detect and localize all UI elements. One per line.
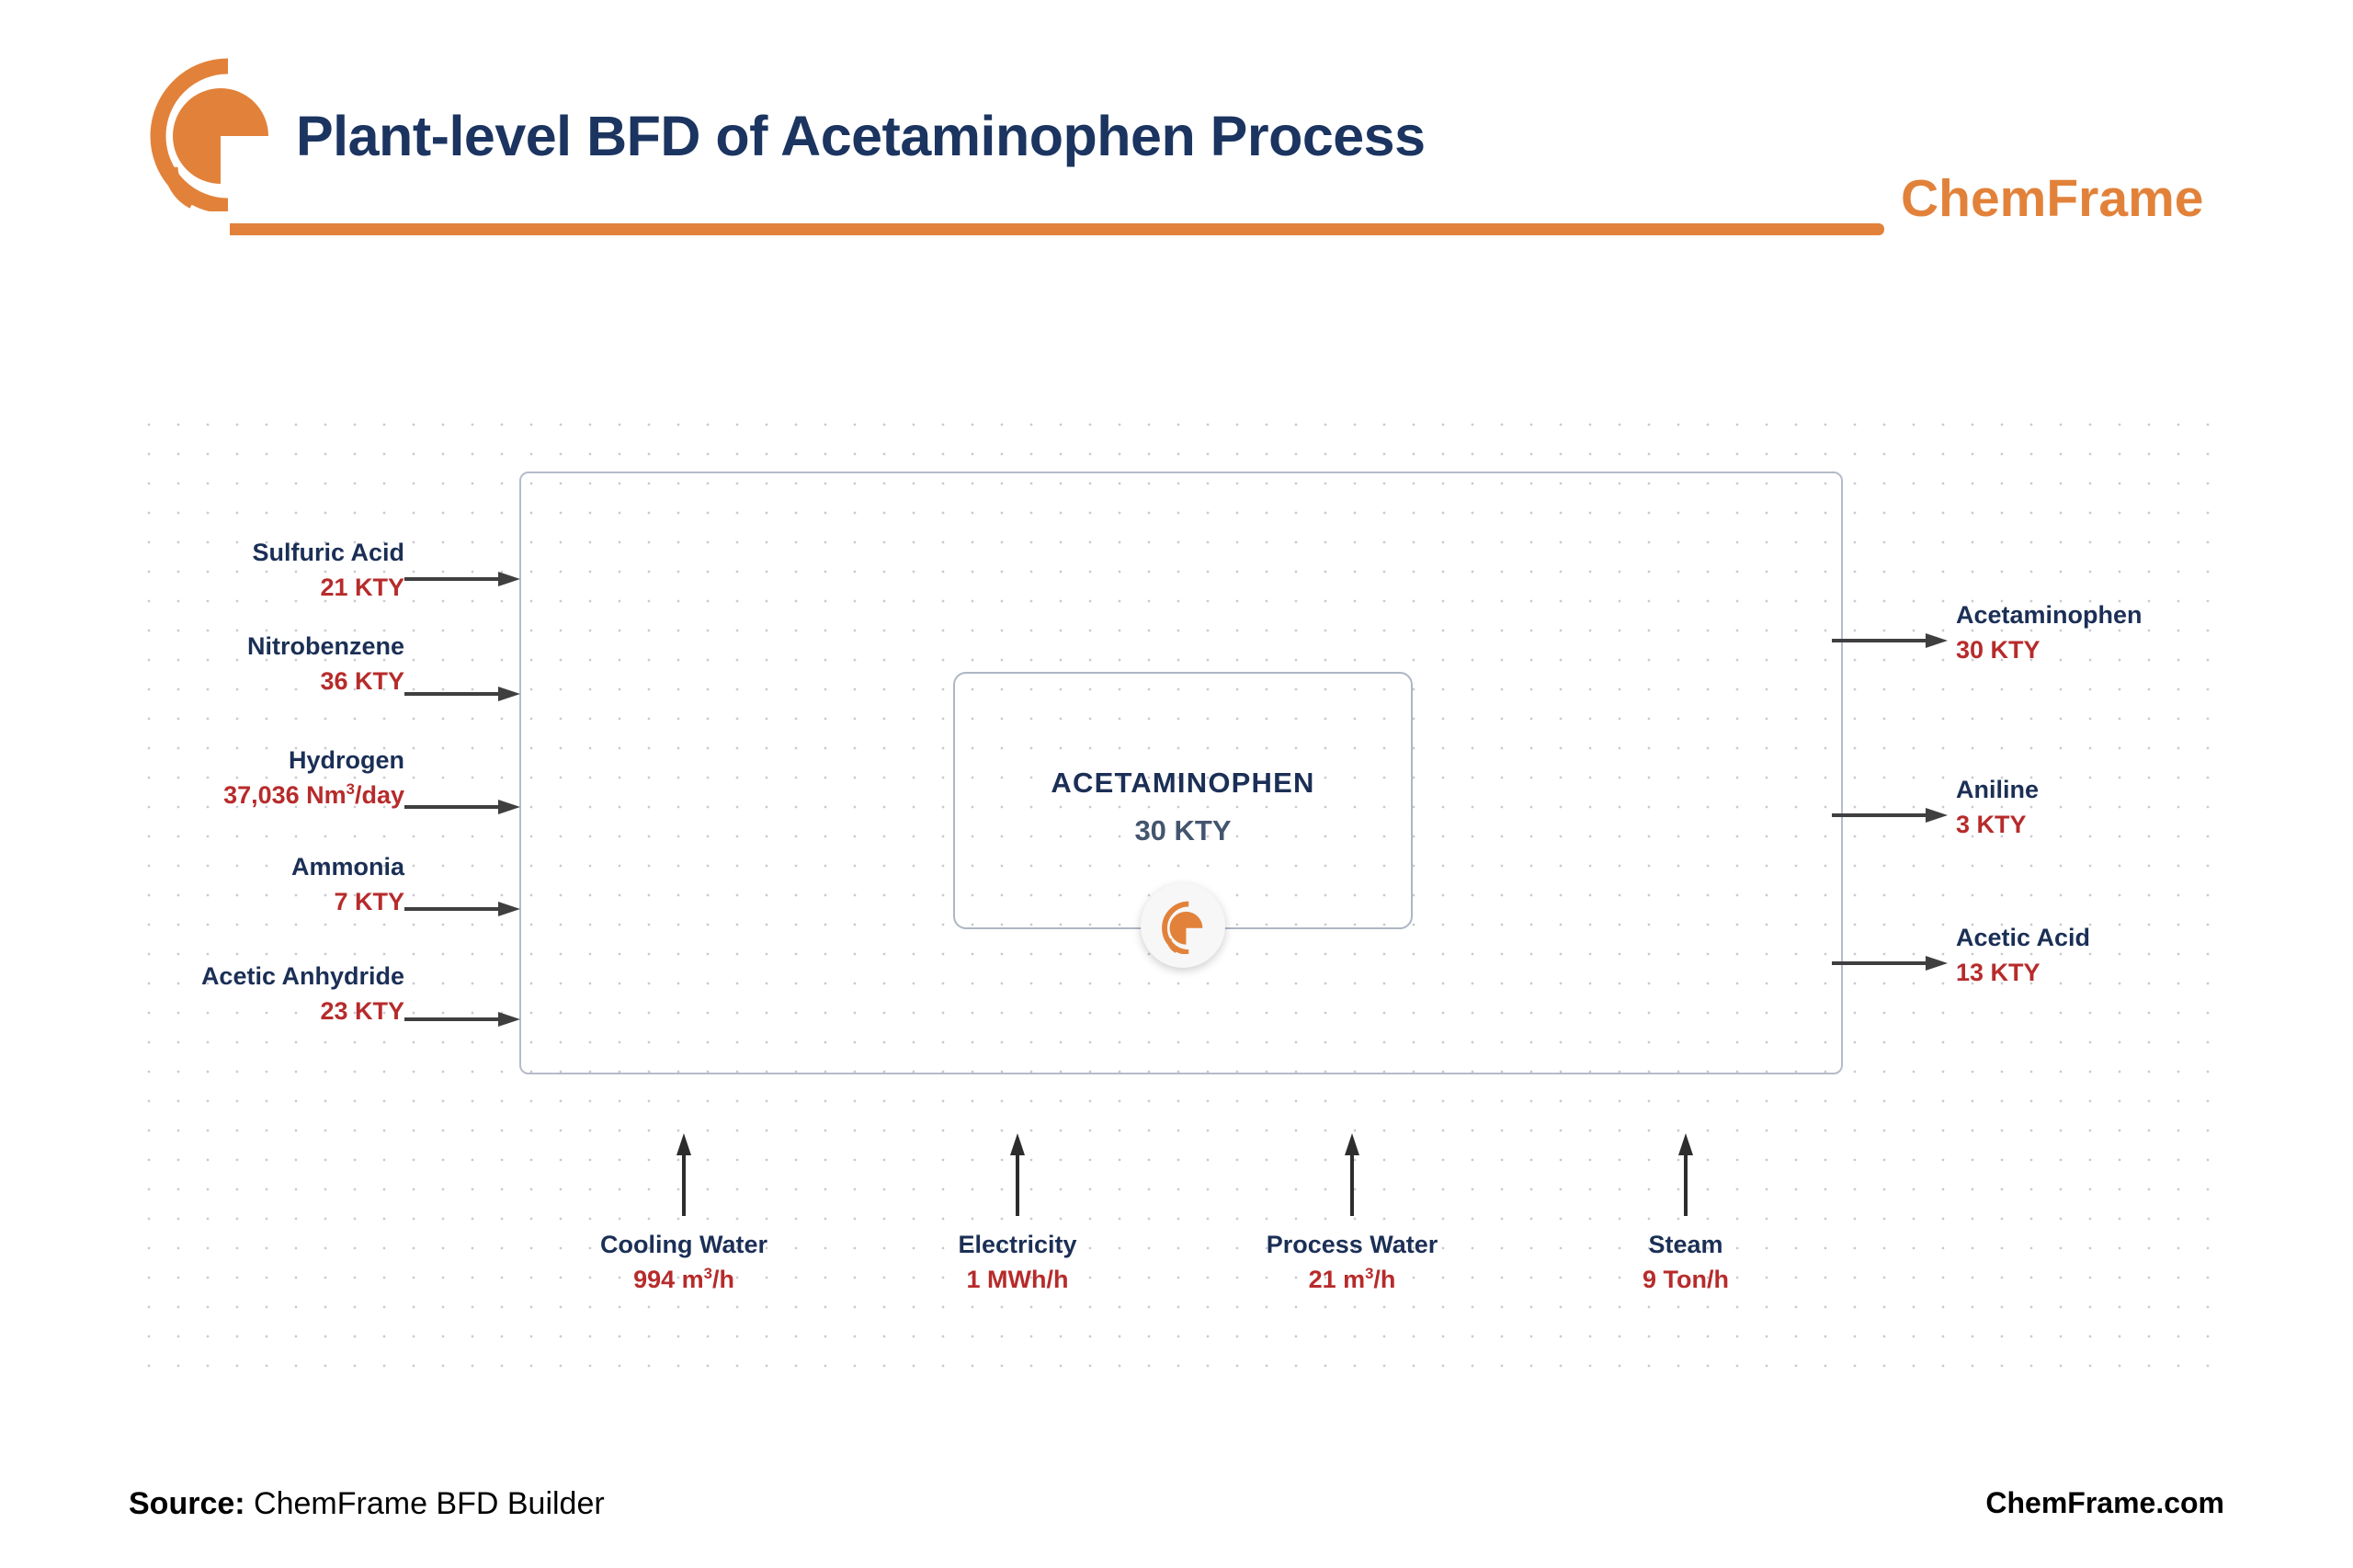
- input-arrow: [404, 684, 522, 704]
- stream-name: Nitrobenzene: [246, 632, 404, 660]
- stream-name: Aniline: [1956, 776, 2040, 803]
- stream-name: Cooling Water: [600, 1231, 767, 1258]
- output-stream: Aniline 3 KTY: [1956, 778, 2324, 837]
- stream-name: Ammonia: [290, 853, 404, 881]
- utility-arrow: [674, 1133, 694, 1216]
- chemframe-circle-logo: [1141, 883, 1225, 968]
- chemframe-swoosh-logo: [129, 46, 294, 214]
- utility-stream: Electricity 1 MWh/h: [861, 1233, 1174, 1292]
- stream-value: 994 m3/h: [633, 1265, 734, 1293]
- stream-name: Electricity: [958, 1231, 1077, 1258]
- stream-name: Acetaminophen: [1956, 601, 2143, 629]
- page-title: Plant-level BFD of Acetaminophen Process: [296, 105, 1426, 167]
- utility-arrow: [1342, 1133, 1362, 1216]
- stream-value: 3 KTY: [1956, 811, 2027, 838]
- output-stream: Acetic Acid 13 KTY: [1956, 926, 2324, 985]
- utility-arrow: [1676, 1133, 1696, 1216]
- utility-stream: Steam 9 Ton/h: [1529, 1233, 1842, 1292]
- stream-name: Acetic Acid: [1956, 924, 2091, 951]
- utility-arrow: [1007, 1133, 1028, 1216]
- output-stream: Acetaminophen 30 KTY: [1956, 603, 2324, 663]
- stream-value: 13 KTY: [1956, 959, 2040, 986]
- stream-value: 30 KTY: [1956, 636, 2040, 664]
- input-arrow: [404, 1009, 522, 1029]
- stream-value: 9 Ton/h: [1643, 1266, 1729, 1293]
- output-arrow: [1832, 953, 1949, 973]
- footer-source: Source: ChemFrame BFD Builder: [129, 1486, 605, 1522]
- output-arrow: [1832, 805, 1949, 825]
- stream-name: Steam: [1648, 1231, 1723, 1258]
- stream-value: 23 KTY: [320, 997, 404, 1025]
- utility-stream: Process Water 21 m3/h: [1196, 1233, 1508, 1292]
- stream-value: 7 KTY: [334, 888, 404, 915]
- footer-source-value: ChemFrame BFD Builder: [254, 1486, 605, 1521]
- stream-value: 21 KTY: [320, 574, 404, 601]
- input-arrow: [404, 899, 522, 919]
- stream-name: Sulfuric Acid: [252, 539, 404, 566]
- slide-header: Plant-level BFD of Acetaminophen Process…: [0, 0, 2353, 257]
- header-orange-rule: [230, 223, 1884, 235]
- input-stream: Hydrogen 37,036 Nm3/day: [92, 748, 404, 808]
- input-arrow: [404, 797, 522, 817]
- input-stream: Sulfuric Acid 21 KTY: [119, 540, 404, 600]
- input-arrow: [404, 569, 522, 589]
- brand-name: ChemFrame: [1901, 169, 2204, 228]
- footer-source-label: Source:: [129, 1486, 245, 1521]
- input-stream: Acetic Anhydride 23 KTY: [101, 964, 404, 1024]
- stream-value: 36 KTY: [320, 667, 404, 695]
- stream-value: 37,036 Nm3/day: [223, 780, 404, 809]
- footer-site: ChemFrame.com: [1985, 1486, 2224, 1519]
- input-stream: Ammonia 7 KTY: [119, 855, 404, 915]
- plant-boundary-box: [519, 472, 1843, 1074]
- stream-value: 21 m3/h: [1308, 1265, 1396, 1293]
- process-block-name: ACETAMINOPHEN: [1051, 767, 1315, 799]
- output-arrow: [1832, 631, 1949, 651]
- stream-name: Process Water: [1266, 1231, 1438, 1258]
- process-block-value: 30 KTY: [1134, 814, 1232, 846]
- stream-value: 1 MWh/h: [966, 1266, 1069, 1293]
- utility-stream: Cooling Water 994 m3/h: [528, 1233, 840, 1292]
- stream-name: Hydrogen: [288, 746, 404, 774]
- input-stream: Nitrobenzene 36 KTY: [119, 634, 404, 694]
- stream-name: Acetic Anhydride: [200, 962, 404, 990]
